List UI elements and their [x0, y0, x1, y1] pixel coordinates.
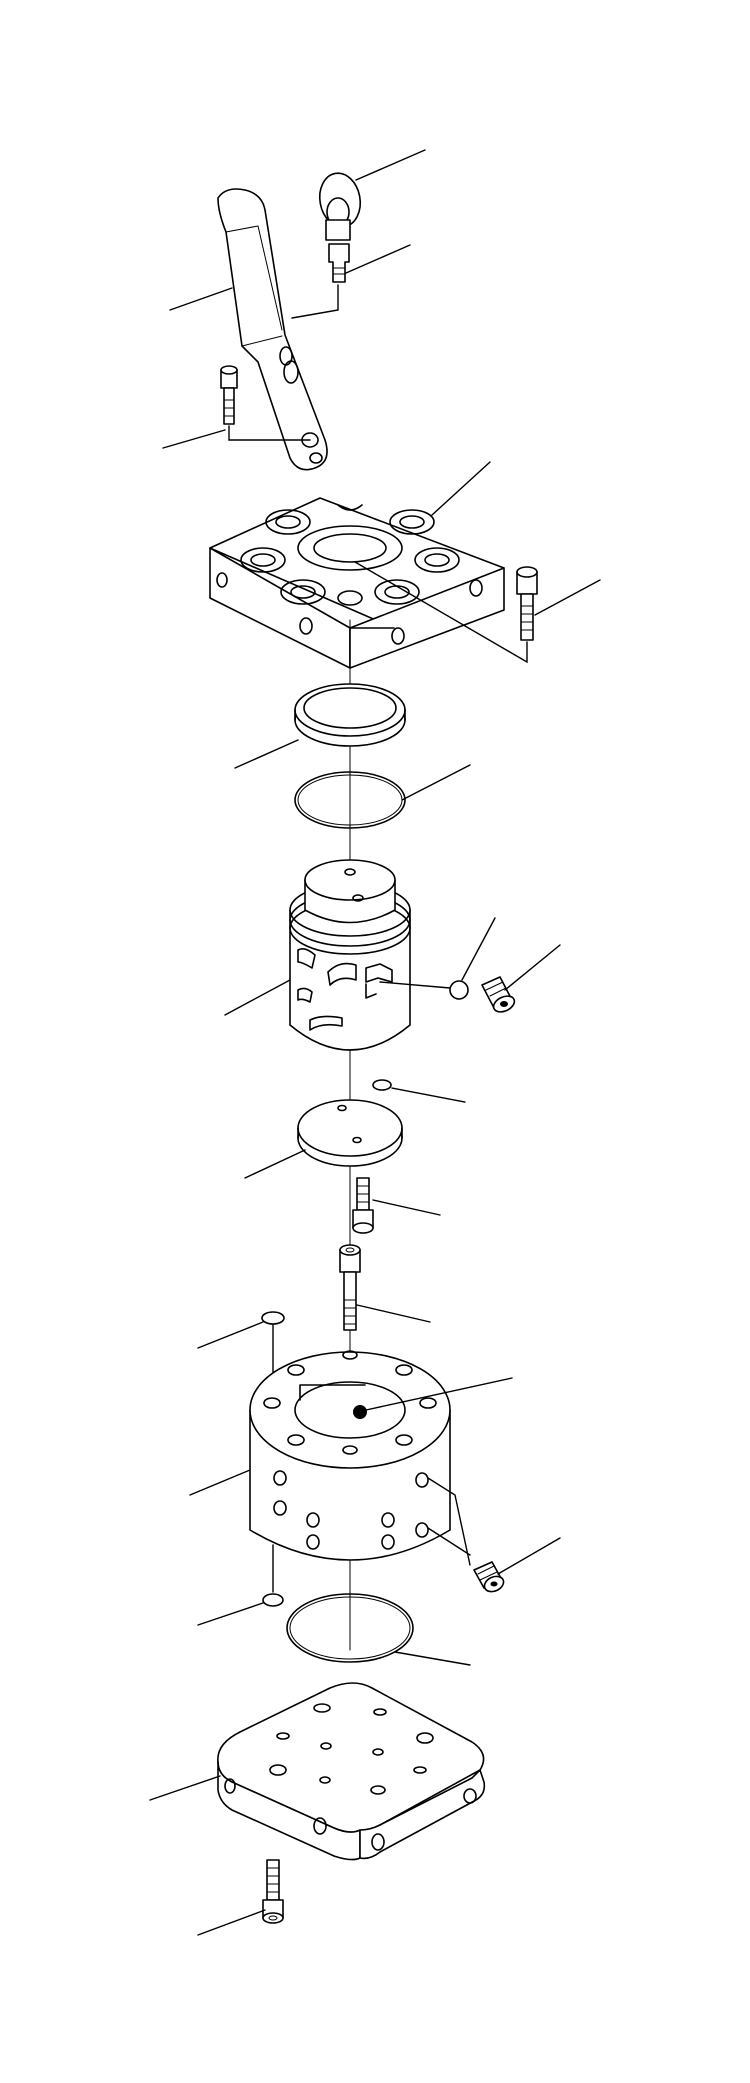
leader-ring-pull [355, 149, 426, 181]
seal-ring [294, 683, 406, 747]
detent-ball [449, 980, 469, 1000]
leader-lever-handle [169, 287, 233, 311]
base-screw [262, 1859, 284, 1924]
rotor-disc [297, 1099, 403, 1167]
rotor [289, 859, 411, 1051]
leader-top-plate-screw [534, 579, 601, 616]
top-plate [209, 497, 505, 669]
leader-detent-ball [461, 917, 496, 981]
set-screw [481, 976, 516, 1013]
side-plug-screw [473, 1561, 505, 1593]
leader-top-plate [431, 461, 491, 516]
disc-screw [352, 1177, 374, 1234]
leader-set-screw [504, 944, 561, 991]
leader-plug-lower [427, 1527, 471, 1556]
leader-screw-axis [354, 561, 528, 664]
quick-release-pin [328, 243, 350, 283]
leader-rotor-disc [244, 1149, 306, 1179]
leader-disc-screw [372, 1199, 441, 1216]
leader-lever-screw-axis [228, 425, 311, 441]
leader-seal-ring [234, 739, 299, 769]
leader-body-port [365, 1377, 513, 1411]
leader-lever-screw [162, 429, 226, 449]
leader-rotor [224, 979, 291, 1016]
lever-handle [217, 188, 328, 471]
leader-long-cap-screw [356, 1304, 431, 1323]
long-cap-screw [339, 1244, 361, 1331]
lower-small-o-ring [262, 1593, 284, 1607]
body-port [353, 1405, 367, 1419]
leader-base-screw [197, 1909, 266, 1936]
leader-quick-release-pin [345, 244, 411, 274]
small-o-ring [372, 1079, 392, 1091]
valve-body [249, 1350, 451, 1561]
leader-lower-o-ring [394, 1651, 471, 1666]
body-o-ring [261, 1311, 285, 1325]
leader-rotor-ball [379, 981, 451, 989]
lever-screw [220, 365, 238, 425]
ring-pull [318, 172, 362, 241]
leader-small-o-ring [391, 1087, 466, 1103]
leader-body-o-ring [197, 1321, 264, 1349]
lower-o-ring [286, 1593, 414, 1663]
leader-upper-o-ring [401, 764, 471, 801]
leader-pin-to-lever [291, 284, 339, 319]
top-plate-screw [516, 566, 538, 641]
leader-valve-body [189, 1469, 251, 1496]
leader-base-plate [149, 1775, 221, 1801]
leader-plug-upper [427, 1477, 471, 1566]
leader-side-plug-screw [497, 1537, 561, 1575]
base-plate [217, 1682, 486, 1861]
leader-lower-small-o-ring [197, 1602, 264, 1626]
